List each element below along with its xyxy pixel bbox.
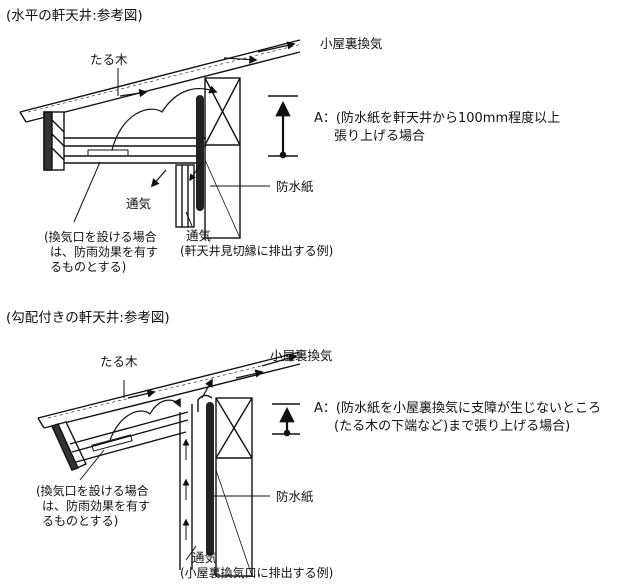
annotation-a-line2: (たる木の下端など)まで張り上げる場合) <box>334 419 571 434</box>
note-line2: は、防雨効果を有す <box>50 245 159 259</box>
vent-bottom-sublabel: (小屋裏換気口に排出する例) <box>180 566 334 580</box>
airflow-arrow <box>127 389 156 399</box>
rafter-label: たる木 <box>100 354 138 369</box>
vent-label: 通気 <box>126 196 152 211</box>
attic-vent-label: 小屋裏換気 <box>270 348 333 363</box>
vent-bottom-label: 通気 <box>186 228 212 243</box>
wall-frame <box>215 397 253 577</box>
annotation-a-line1: A：(防水紙を小屋裏換気に支障が生じないところ <box>314 401 601 416</box>
dimension-a <box>272 403 300 437</box>
fascia-board <box>51 421 87 471</box>
airflow-arrow <box>109 398 181 441</box>
airflow-arrow <box>201 378 213 399</box>
vent-bottom-sublabel: (軒天井見切縁に排出する例) <box>180 244 334 258</box>
airflow-arrow <box>189 161 203 182</box>
annotation-a-line2: 張り上げる場合 <box>334 129 426 144</box>
note-line3: るものとする) <box>42 514 119 528</box>
leader-line <box>185 545 197 561</box>
airflow-arrow <box>223 55 258 64</box>
soffit-sloped <box>69 411 189 463</box>
diagram1-title: (水平の軒天井:参考図) <box>6 8 143 24</box>
rafter-label: たる木 <box>90 52 128 67</box>
airflow-arrow <box>111 85 218 151</box>
wall-frame <box>204 77 241 239</box>
soffit-horizontal <box>64 137 206 164</box>
airflow-arrow <box>235 369 264 379</box>
note-line1: (換気口を設ける場合 <box>44 230 157 244</box>
waterproof-membrane <box>196 95 204 211</box>
membrane-label: 防水紙 <box>276 179 314 194</box>
diagram2-drawing <box>37 351 303 577</box>
rafter-beam <box>19 39 303 123</box>
airflow-arrow <box>261 353 298 367</box>
membrane-label: 防水紙 <box>276 489 314 504</box>
waterproof-membrane <box>206 402 214 556</box>
airflow-arrow <box>119 88 148 98</box>
airflow-arrow <box>150 169 167 188</box>
leader-line <box>185 211 193 227</box>
dimension-a <box>268 95 298 159</box>
leader-line <box>79 449 105 481</box>
vent-bottom-label: 通気 <box>192 550 218 565</box>
annotation-a-line1: A：(防水紙を軒天井から100mm程度以上 <box>314 111 561 126</box>
note-line3: るものとする) <box>50 260 127 274</box>
attic-vent-label: 小屋裏換気 <box>320 36 383 51</box>
note-line2: は、防雨効果を有す <box>42 499 151 513</box>
airflow-arrow <box>257 41 296 53</box>
diagram1-drawing <box>19 39 303 239</box>
fascia-board <box>43 111 65 171</box>
lower-stud <box>175 164 195 228</box>
leader-line <box>73 161 101 223</box>
diagram2-title: (勾配付きの軒天井:参考図) <box>6 310 170 326</box>
note-line1: (換気口を設ける場合 <box>36 484 149 498</box>
